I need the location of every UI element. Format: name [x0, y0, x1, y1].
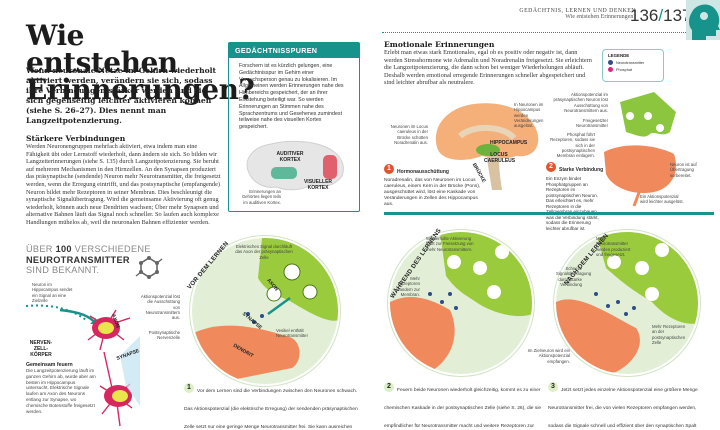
stage3-top-label: Mehr Neurotransmitter werden produziert … — [596, 236, 631, 257]
running-header: GEDÄCHTNIS, LERNEN UND DENKEN Wie entste… — [519, 8, 636, 20]
neurotransmitter-dot-icon — [608, 60, 613, 65]
stage3-caption: 3Jetzt setzt jedes einzelne Aktionspoten… — [548, 378, 712, 430]
fire-heading: Gemeinsam feuern — [26, 362, 73, 368]
stronger-heading: Stärkere Verbindungen — [26, 134, 126, 143]
page-right: 137 — [663, 6, 692, 25]
stage2-number: 2 — [384, 381, 394, 392]
step2-text: Ein Enzym bindet Phosphatgruppen an Reze… — [546, 176, 599, 231]
legend-item-neurotransmitter: Neurotransmitter — [608, 60, 658, 65]
header-divider — [382, 32, 686, 33]
stage2-bottom-label: Im Zielneuron wird ein Aktionspotenzial … — [527, 348, 570, 364]
synapse-diagram-2 — [390, 232, 532, 374]
emotional-memories-section: Emotionale Erinnerungen Erlebt man etwas… — [384, 40, 660, 87]
emotional-synapse-illustration — [604, 92, 676, 207]
stage1-vesicle-label: Vesikel enthält Neurotransmitter — [276, 328, 308, 339]
released-nt-label: Freigesetzter Neurotransmitter — [576, 118, 608, 129]
stage2-receptors-label: Mehr Rezeptoren wandern zur Membran. — [396, 276, 420, 297]
molecule-icon — [135, 256, 163, 279]
stage3-number: 3 — [548, 381, 558, 392]
step2-number: 2 — [546, 161, 556, 172]
phosphate-label: Phosphat führt Rezeptoren, sodass sie si… — [550, 132, 595, 159]
step1-heading: Hormonausschüttung — [397, 169, 449, 175]
hippo-neurons-label: In Neuronen im Hippocampus werden Veränd… — [514, 102, 544, 129]
teal-divider — [384, 212, 714, 215]
neurotransmitter-fact: ÜBER 100 VERSCHIEDENE NEUROTRANSMITTER S… — [26, 244, 166, 276]
fact-number: 100 — [55, 244, 72, 254]
label-visual-cortex: VISUELLER KORTEX — [303, 179, 333, 191]
page-left: 136 — [630, 6, 659, 25]
phosphate-dot-icon — [608, 67, 613, 72]
lead-paragraph: Wenn neuronale Netze im Gehirn wiederhol… — [26, 66, 217, 125]
stage1-number: 1 — [184, 382, 194, 393]
step2-heading: Starke Verbindung — [559, 167, 604, 173]
brain-sagittal-illustration — [435, 103, 539, 190]
label-cell-body: NERVEN-ZELL-KÖRPER — [29, 340, 53, 358]
label-hippocampus: HIPPOCAMPUS — [490, 140, 528, 146]
stage2-caption: 2Feuern beide Neuronen wiederholt gleich… — [384, 378, 544, 430]
stage2-text: Feuern beide Neuronen wiederholt gleichz… — [384, 388, 542, 429]
fact-bold: NEUROTRANSMITTER — [26, 254, 130, 265]
page-numbers: 136/137 — [630, 6, 691, 26]
brain-cortex-illustration: AUDITIVER KORTEX VISUELLER KORTEX — [241, 139, 349, 197]
fire-together-section: Gemeinsam feuern Die Langzeitpotenzierun… — [26, 362, 98, 414]
box-caption: Erinnerungen an Gehörtes liegen teils im… — [241, 189, 281, 205]
stage1-ap-label: Aktionspotenzial löst die Ausschüttung v… — [140, 294, 180, 321]
synapse-before-learning — [190, 236, 340, 386]
step1-number: 1 — [384, 163, 394, 174]
box-text: Forschern ist es kürzlich gelungen, eine… — [239, 63, 344, 131]
stage1-signal-label: Elektrisches Signal durchläuft das Axon … — [235, 244, 293, 260]
fact-pre: ÜBER — [26, 244, 56, 254]
legend-title: LEGENDE — [608, 53, 630, 58]
stronger-connections-section: Stärkere Verbindungen Werden Neuronengru… — [26, 134, 222, 227]
section-name: GEDÄCHTNIS, LERNEN UND DENKEN — [519, 8, 636, 14]
neuron-caption: Neuron im Hippocampus sendet ein Signal … — [32, 282, 73, 303]
easier-label: Ein Aktionspotenzial wird leichter ausge… — [640, 194, 684, 205]
emo-text: Erlebt man etwas stark Emotionales, egal… — [384, 49, 592, 87]
box-heading: GEDÄCHTNISSPUREN — [229, 43, 359, 58]
stronger-text: Werden Neuronengruppen mehrfach aktivier… — [26, 143, 221, 226]
memory-traces-box: GEDÄCHTNISSPUREN Forschern ist es kürzli… — [228, 42, 360, 212]
head-lightbulb-icon — [686, 0, 720, 41]
fact-post: SIND BEKANNT. — [26, 265, 100, 275]
ap-presyn-label: Aktionspotenzial im präsynaptischen Neur… — [553, 92, 608, 113]
stage3-text: Jetzt setzt jedes einzelne Aktionspotenz… — [548, 388, 698, 429]
step1-text: Noradrenalin, das von Neuronen im Locus … — [384, 178, 481, 207]
label-locus: LOCUS CAERULEUS — [484, 152, 516, 164]
fact-mid: VERSCHIEDENE — [71, 244, 151, 254]
stage1-post-label: Postsynaptische Nervenzelle — [148, 330, 180, 341]
legend-item-phosphate: Phosphat — [608, 67, 658, 72]
synapse-after-learning — [554, 230, 700, 376]
page-sep: / — [658, 6, 664, 25]
page-title: Wie entstehen Erinnerungen? — [26, 19, 255, 106]
brain-outline-icon — [246, 140, 344, 191]
stage1-text: Vor dem Lernen sind die Verbindungen zwi… — [184, 389, 358, 430]
fire-text: Die Langzeitpotenzierung läuft im ganzen… — [26, 368, 96, 414]
stage3-receptors-label: Mehr Rezeptoren an der postsynaptischen … — [652, 324, 686, 345]
ready-label: Neuron ist auf Übertragung vorbereitet. — [670, 162, 697, 178]
synapse-during-learning — [388, 230, 534, 376]
locus-neurons-label: Neuronen im Locus caeruleus in der Brück… — [390, 124, 428, 145]
topic-name: Wie entstehen Erinnerungen? — [565, 14, 636, 20]
emo-heading: Emotionale Erinnerungen — [384, 40, 495, 49]
neuron-illustration — [25, 304, 140, 427]
stage2-top-label: Wiederholte Aktivierung führt zur Freise… — [426, 236, 474, 252]
label-auditory-cortex: AUDITIVER KORTEX — [276, 151, 304, 163]
stage1-caption: 1Vor dem Lernen sind die Verbindungen zw… — [184, 379, 364, 430]
stage3-fast-label: Schnelle Signalübertragung durch starke … — [556, 266, 592, 287]
legend: LEGENDE Neurotransmitter Phosphat — [602, 49, 664, 82]
